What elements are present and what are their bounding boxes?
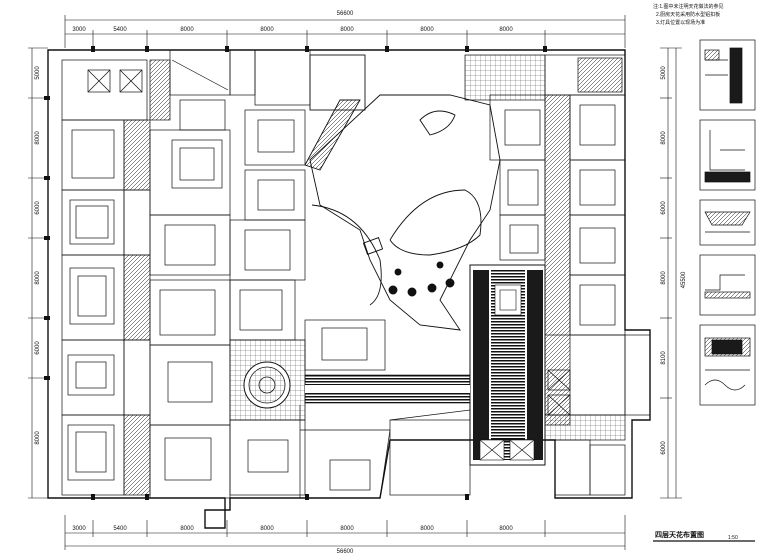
bottom-dim-6: 8000 bbox=[420, 526, 434, 532]
left-dim-6: 8000 bbox=[35, 431, 41, 445]
bottom-dim-3: 8000 bbox=[180, 526, 194, 532]
drawing-scale: 1:50 bbox=[728, 535, 738, 541]
right-dim-1: 5000 bbox=[661, 66, 667, 80]
drawing-title: 四层天花布置图 bbox=[655, 530, 704, 539]
top-dim-2: 5400 bbox=[113, 27, 127, 33]
note-line-2: 2.厨房天花采用防水型铝扣板 bbox=[656, 11, 720, 18]
note-line-1: 注:1.图中未注明天花做法的参见 bbox=[653, 3, 724, 10]
left-dim-labels: 5000 8000 6000 8000 6000 8000 bbox=[35, 66, 41, 445]
notes-block: 注:1.图中未注明天花做法的参见 2.厨房天花采用防水型铝扣板 3.灯具位置以现… bbox=[653, 3, 724, 26]
centre-left-room-blocks bbox=[149, 109, 306, 499]
detail-sections bbox=[699, 39, 756, 406]
bottom-dim-1: 3000 bbox=[72, 526, 86, 532]
right-dimension-chain bbox=[660, 47, 682, 499]
bottom-dim-labels: 3000 5400 8000 8000 8000 8000 8000 bbox=[72, 526, 513, 532]
left-dim-4: 8000 bbox=[35, 271, 41, 285]
right-dim-labels: 5000 8000 6000 8000 8100 6000 bbox=[661, 66, 667, 455]
bottom-dim-2: 5400 bbox=[113, 526, 127, 532]
top-dim-1: 3000 bbox=[72, 27, 86, 33]
bottom-dim-7: 8000 bbox=[499, 526, 513, 532]
top-dim-5: 8000 bbox=[340, 27, 354, 33]
top-dim-labels: 3000 5400 8000 8000 8000 8000 8000 bbox=[72, 27, 513, 33]
bottom-dim-5: 8000 bbox=[340, 526, 354, 532]
top-left-service-zone bbox=[61, 49, 311, 131]
right-dim-3: 6000 bbox=[661, 201, 667, 215]
bottom-dim-4: 8000 bbox=[260, 526, 274, 532]
note-line-3: 3.灯具位置以现场为准 bbox=[656, 19, 705, 26]
overall-width-bottom-label: 56600 bbox=[337, 549, 354, 555]
left-dim-2: 8000 bbox=[35, 131, 41, 145]
lobby-rotunda bbox=[229, 339, 306, 421]
top-dim-7: 8000 bbox=[499, 27, 513, 33]
right-guest-room-grid bbox=[464, 54, 651, 496]
escalator-core bbox=[469, 264, 546, 466]
overall-height-label: 45500 bbox=[681, 271, 687, 288]
top-dim-6: 8000 bbox=[420, 27, 434, 33]
right-dim-5: 8100 bbox=[661, 351, 667, 365]
central-atrium bbox=[304, 54, 501, 331]
title-block: 四层天花布置图 1:50 bbox=[653, 530, 755, 542]
top-dimension-chain bbox=[64, 15, 626, 48]
overall-width-label: 56600 bbox=[337, 11, 354, 17]
right-dim-4: 8000 bbox=[661, 271, 667, 285]
right-dim-6: 6000 bbox=[661, 441, 667, 455]
top-dim-4: 8000 bbox=[260, 27, 274, 33]
left-dim-1: 5000 bbox=[35, 66, 41, 80]
corridor-band bbox=[304, 374, 471, 404]
right-dim-2: 8000 bbox=[661, 131, 667, 145]
left-guest-room-grid bbox=[61, 119, 151, 496]
lower-centre-rooms bbox=[299, 319, 471, 499]
column-markers bbox=[44, 46, 547, 500]
left-dim-3: 6000 bbox=[35, 201, 41, 215]
bottom-dimension-chain bbox=[64, 515, 626, 550]
left-dim-5: 6000 bbox=[35, 341, 41, 355]
top-dim-3: 8000 bbox=[180, 27, 194, 33]
